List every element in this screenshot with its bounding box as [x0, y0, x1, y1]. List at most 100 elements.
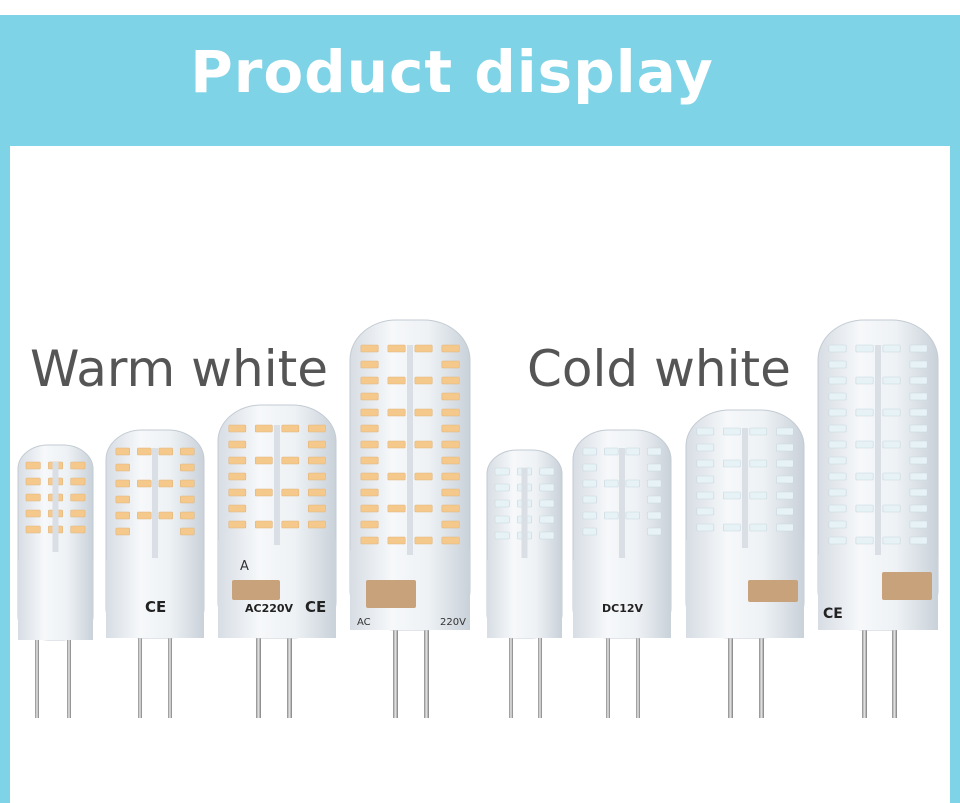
pcb-spine	[152, 448, 158, 558]
voltage-mark: AC	[357, 617, 371, 628]
led-chip	[70, 461, 86, 470]
cold-white-label: Cold white	[527, 340, 791, 398]
led-chip	[255, 456, 273, 465]
led-chip	[387, 472, 406, 481]
led-chip	[307, 488, 326, 497]
led-chip	[647, 479, 662, 488]
led-chip	[307, 424, 326, 433]
ce-mark: CE	[305, 598, 326, 616]
led-chip	[696, 459, 715, 468]
led-chip	[722, 491, 741, 500]
led-chip	[909, 520, 928, 529]
led-chip	[307, 456, 326, 465]
led-chip	[115, 527, 131, 536]
led-chip	[604, 511, 619, 520]
led-chip	[647, 463, 662, 472]
led-chip	[828, 344, 847, 353]
pcb-spine	[875, 345, 881, 555]
led-chip	[775, 523, 794, 532]
led-chip	[441, 344, 460, 353]
led-chip	[281, 520, 300, 529]
led-chip	[604, 479, 619, 488]
led-chip	[909, 472, 928, 481]
led-chip	[158, 447, 173, 456]
led-chip	[582, 495, 598, 504]
led-chip	[158, 511, 173, 520]
led-chip	[137, 447, 152, 456]
led-chip	[441, 536, 460, 545]
led-chip	[749, 491, 768, 500]
led-chip	[255, 488, 273, 497]
led-chip	[387, 344, 406, 353]
led-chip	[625, 511, 641, 520]
led-chip	[855, 504, 874, 513]
led-chip	[539, 467, 555, 476]
led-chip	[25, 493, 41, 502]
led-chip	[909, 424, 928, 433]
led-chip	[828, 360, 847, 369]
led-chip	[882, 408, 901, 417]
led-chip	[775, 491, 794, 500]
led-chip	[882, 344, 901, 353]
led-chip	[360, 440, 379, 449]
led-chip	[115, 479, 131, 488]
led-chip	[441, 360, 460, 369]
led-chip	[115, 447, 131, 456]
led-chip	[441, 424, 460, 433]
led-chip	[494, 483, 510, 492]
led-chip	[307, 472, 326, 481]
led-chip	[414, 376, 433, 385]
led-chip	[158, 479, 173, 488]
led-chip	[441, 440, 460, 449]
led-chip	[494, 467, 510, 476]
led-chip	[228, 440, 247, 449]
led-chip	[828, 504, 847, 513]
led-chip	[180, 495, 195, 504]
led-chip	[909, 504, 928, 513]
voltage-mark: AC220V	[245, 602, 294, 615]
led-chip	[882, 472, 901, 481]
led-chip	[180, 479, 195, 488]
led-chip	[180, 511, 195, 520]
led-chip	[828, 488, 847, 497]
led-chip	[749, 427, 768, 436]
led-chip	[909, 408, 928, 417]
led-chip	[882, 440, 901, 449]
led-chip	[360, 360, 379, 369]
led-chip	[909, 360, 928, 369]
led-chip	[855, 344, 874, 353]
led-chip	[360, 456, 379, 465]
led-chip	[647, 495, 662, 504]
led-chip	[909, 440, 928, 449]
led-chip	[441, 392, 460, 401]
voltage-mark-2: 220V	[440, 617, 466, 628]
led-chip	[255, 520, 273, 529]
led-chip	[387, 376, 406, 385]
led-chip	[855, 472, 874, 481]
led-chip	[137, 479, 152, 488]
led-chip	[625, 447, 641, 456]
pcb-spine	[407, 345, 413, 555]
led-chip	[855, 376, 874, 385]
led-chip	[255, 424, 273, 433]
led-chip	[855, 408, 874, 417]
led-chip	[25, 509, 41, 518]
led-chip	[360, 488, 379, 497]
led-chip	[441, 456, 460, 465]
led-chip	[70, 493, 86, 502]
pcb-spine	[52, 462, 59, 552]
led-chip	[25, 525, 41, 534]
led-chip	[882, 376, 901, 385]
led-chip	[414, 408, 433, 417]
led-chip	[228, 472, 247, 481]
led-chip	[828, 520, 847, 529]
led-chip	[414, 504, 433, 513]
led-chip	[360, 536, 379, 545]
led-chip	[281, 424, 300, 433]
led-chip	[909, 344, 928, 353]
led-chip	[115, 511, 131, 520]
led-chip	[281, 488, 300, 497]
led-chip	[775, 459, 794, 468]
led-chip	[775, 443, 794, 452]
